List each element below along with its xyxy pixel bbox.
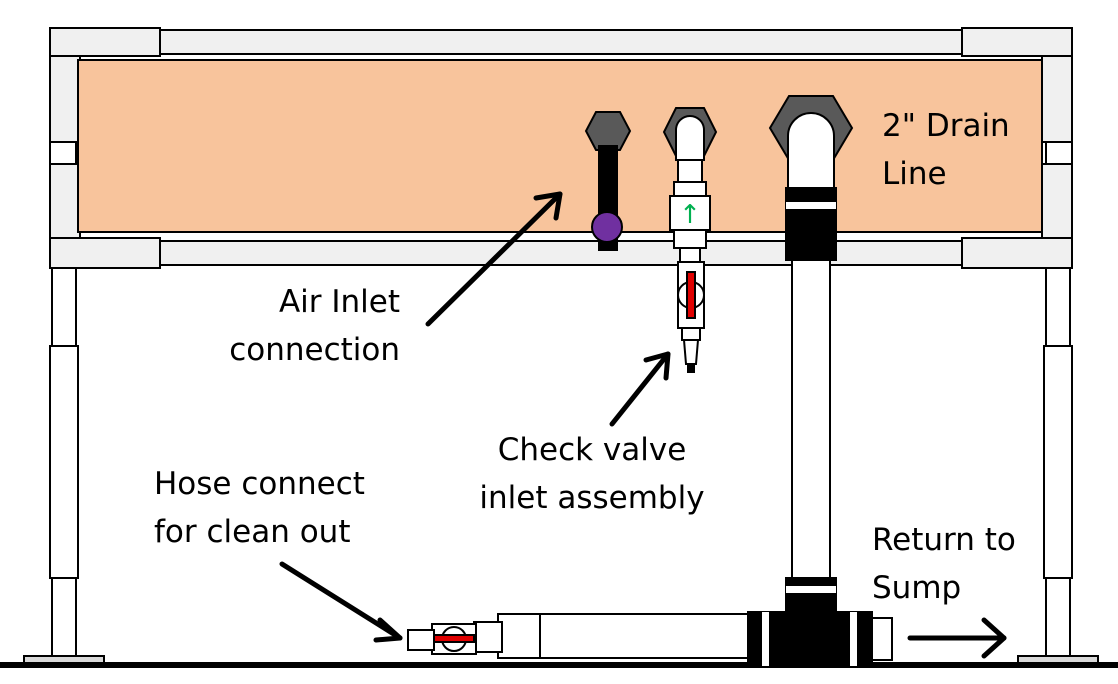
frame-corner-top-left <box>49 27 161 57</box>
hose-connect-label: Hose connect for clean out <box>154 466 365 550</box>
ball-valve-handle <box>686 271 696 319</box>
arrow-annotation-icon <box>425 191 563 327</box>
frame-tee-left <box>49 237 161 269</box>
arrow-annotation-icon <box>609 351 671 427</box>
frame-left-post-joint <box>49 141 77 165</box>
hose-barb-collar <box>681 327 701 341</box>
frame-tee-right <box>961 237 1073 269</box>
arrow-annotation-icon <box>279 561 403 643</box>
frame-left-post-upper <box>49 55 81 143</box>
hose-barb-tip <box>687 363 695 373</box>
drain-line-label: 2" Drain Line <box>882 108 1010 192</box>
check-valve-pipe-upper <box>677 159 703 183</box>
frame-left-leg <box>51 267 77 347</box>
drain-coupler-band <box>786 202 836 209</box>
frame-top-rail <box>157 29 963 55</box>
frame-lower-rail <box>157 240 963 266</box>
check-valve-label: Check valve inlet assembly <box>479 432 705 516</box>
drain-line <box>407 95 893 667</box>
frame-right-post-lower <box>1041 163 1073 239</box>
drain-coupler-upper <box>785 187 837 261</box>
hex-nut-icon <box>584 111 632 151</box>
arrow-annotation-icon <box>907 617 1007 659</box>
air-inlet-fitting <box>584 111 632 251</box>
check-valve-pipe-lower <box>679 247 701 263</box>
return-sump-label: Return to Sump <box>872 522 1016 606</box>
drain-pipe-vertical <box>791 259 831 581</box>
check-valve-body <box>669 195 711 231</box>
check-valve-elbow <box>675 115 705 161</box>
cleanout-hose-barb <box>407 629 435 651</box>
drain-elbow <box>787 112 835 191</box>
air-inlet-label: Air Inlet connection <box>229 284 400 368</box>
frame-left-leg-foot <box>51 577 77 659</box>
check-valve-coupler-upper <box>673 181 707 197</box>
return-pipe-outlet <box>871 617 893 661</box>
frame-left-leg-coupler <box>49 345 79 579</box>
check-valve-arrow-icon: ↑ <box>679 200 701 230</box>
frame-right-post-joint <box>1045 141 1073 165</box>
frame-corner-top-right <box>961 27 1073 57</box>
frame-right-post-upper <box>1041 55 1073 143</box>
cleanout-pipe <box>473 621 503 653</box>
frame-right-leg <box>1045 267 1071 347</box>
tee-band-right <box>850 612 857 666</box>
floor-line <box>0 662 1118 668</box>
frame-left-post-lower <box>49 163 81 239</box>
air-valve-knob <box>591 211 623 243</box>
frame-right-leg-coupler <box>1043 345 1073 579</box>
drain-coupler-lower-band <box>786 586 836 593</box>
return-pipe-left <box>499 613 751 659</box>
check-valve-assembly <box>662 107 718 373</box>
return-pipe-coupler-left <box>497 613 541 659</box>
tee-band-left <box>762 612 769 666</box>
cleanout-valve-handle <box>433 634 475 643</box>
hose-barb <box>682 339 700 365</box>
frame-right-leg-foot <box>1045 577 1071 659</box>
check-valve-coupler-lower <box>673 229 707 249</box>
